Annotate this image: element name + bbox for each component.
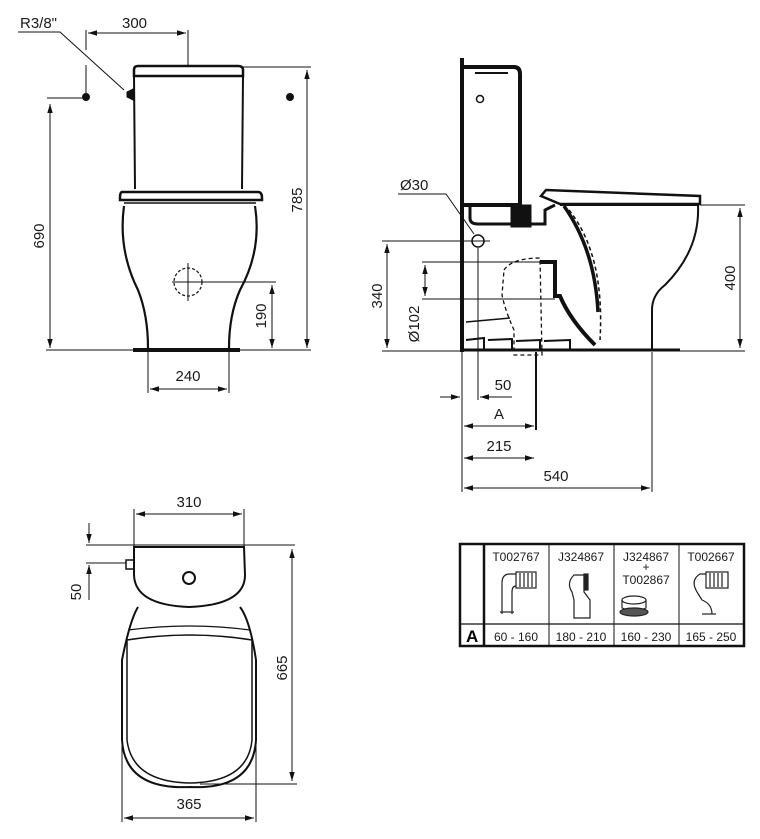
inlet-height-label: 340 [369,283,386,308]
cistern-outline [132,64,245,78]
table-col-4-range: 165 - 250 [686,630,737,644]
cistern-top [133,546,247,609]
seat-top [121,606,257,789]
table-col-2-code: J324867 [558,550,604,564]
tank-width-label: 310 [176,494,201,511]
top-view [86,509,297,822]
total-length-label: 665 [274,655,291,680]
inlet-diameter-label: Ø30 [400,177,428,194]
bowl-width-label: 365 [176,796,201,813]
supply-height-label: 690 [31,223,48,248]
outlet-variable-label: A [494,406,504,423]
table-col-2-range: 180 - 210 [556,630,607,644]
outlet-diameter-label: Ø102 [406,306,423,343]
table-col-4-code: T002667 [687,550,735,564]
supply-valve-icon [126,88,134,101]
inlet-offset-label: 50 [68,584,85,601]
extension-ring-icon [619,595,649,617]
offset-connector-icon [568,573,591,619]
outlet-height-label: 190 [253,303,270,328]
bend-connector-icon [693,571,729,615]
table-col-1-code: T002767 [492,550,540,564]
supply-thread-label: R3/8" [20,15,57,32]
outlet-symbol [172,263,276,301]
table-col-3-plus: + [642,560,649,574]
pan-outline [121,205,258,349]
table-col-3-range: 160 - 230 [621,630,672,644]
table-col-3-code2: T002867 [622,573,670,587]
outlet-distance-label: 215 [486,438,511,455]
base-width-label: 240 [175,368,200,385]
connector-table: A T002767 J324867 J324867 + T002867 T002… [458,542,746,648]
seat-side [538,188,702,206]
total-height-label: 785 [289,187,306,212]
seat-outline [118,190,264,202]
front-view [18,30,311,393]
table-row-label: A [466,627,478,646]
total-depth-label: 540 [543,468,568,485]
seat-height-label: 400 [722,265,739,290]
supply-offset-label: 300 [122,15,147,32]
wall-offset-label: 50 [495,377,512,394]
table-col-1-range: 60 - 160 [494,630,538,644]
side-view [382,58,745,492]
table-col-3-code: J324867 [623,550,669,564]
elbow-connector-icon [500,571,537,614]
cistern-side [462,65,522,207]
bowl-side [560,204,700,350]
